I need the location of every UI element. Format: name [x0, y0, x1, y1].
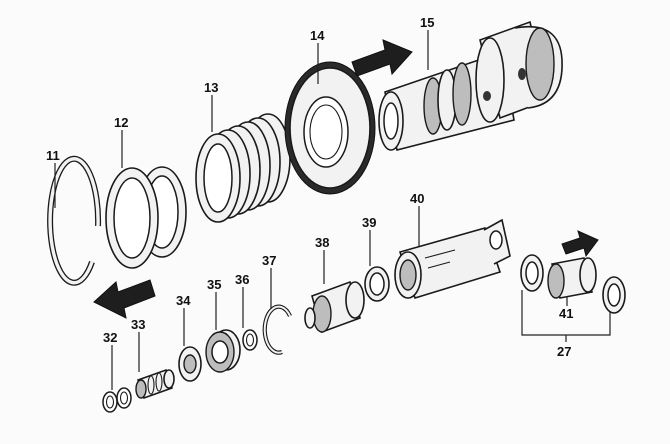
part-36-washer — [242, 329, 258, 351]
callout-27: 27 — [557, 344, 571, 359]
part-11-snap-ring — [47, 155, 102, 286]
leader-lines — [54, 30, 611, 390]
arrow-upper-right — [351, 39, 413, 77]
callout-11: 11 — [46, 148, 60, 163]
callout-15: 15 — [420, 15, 434, 30]
arrow-lower-right — [561, 230, 599, 258]
part-37-clip-ring — [262, 304, 292, 355]
part-33-pin — [135, 368, 175, 400]
arrow-lower-left — [93, 279, 156, 319]
callout-37: 37 — [262, 253, 276, 268]
callout-13: 13 — [204, 80, 218, 95]
part-41-sleeve-with-washers — [520, 254, 626, 314]
part-35-bearing — [205, 329, 241, 373]
part-39-o-ring — [364, 266, 390, 302]
callout-labels: 11 12 13 14 15 27 32 33 34 35 36 37 38 3… — [46, 15, 573, 359]
callout-40: 40 — [410, 191, 424, 206]
part-15-shaft-hub — [378, 20, 563, 151]
callout-39: 39 — [362, 215, 376, 230]
part-13-coil-spring — [195, 113, 291, 223]
callout-36: 36 — [235, 272, 249, 287]
callout-33: 33 — [131, 317, 145, 332]
part-40-fork-sleeve — [394, 218, 511, 299]
part-34-collar — [178, 346, 202, 382]
part-14-gear — [284, 61, 376, 195]
part-38-piston — [304, 280, 365, 334]
callout-32: 32 — [103, 330, 117, 345]
callout-35: 35 — [207, 277, 221, 292]
callout-14: 14 — [310, 28, 325, 43]
callout-12: 12 — [114, 115, 128, 130]
part-12-ring-pair — [105, 166, 187, 269]
part-32-washers — [102, 387, 132, 413]
callout-34: 34 — [176, 293, 191, 308]
callout-38: 38 — [315, 235, 329, 250]
callout-41: 41 — [559, 306, 573, 321]
